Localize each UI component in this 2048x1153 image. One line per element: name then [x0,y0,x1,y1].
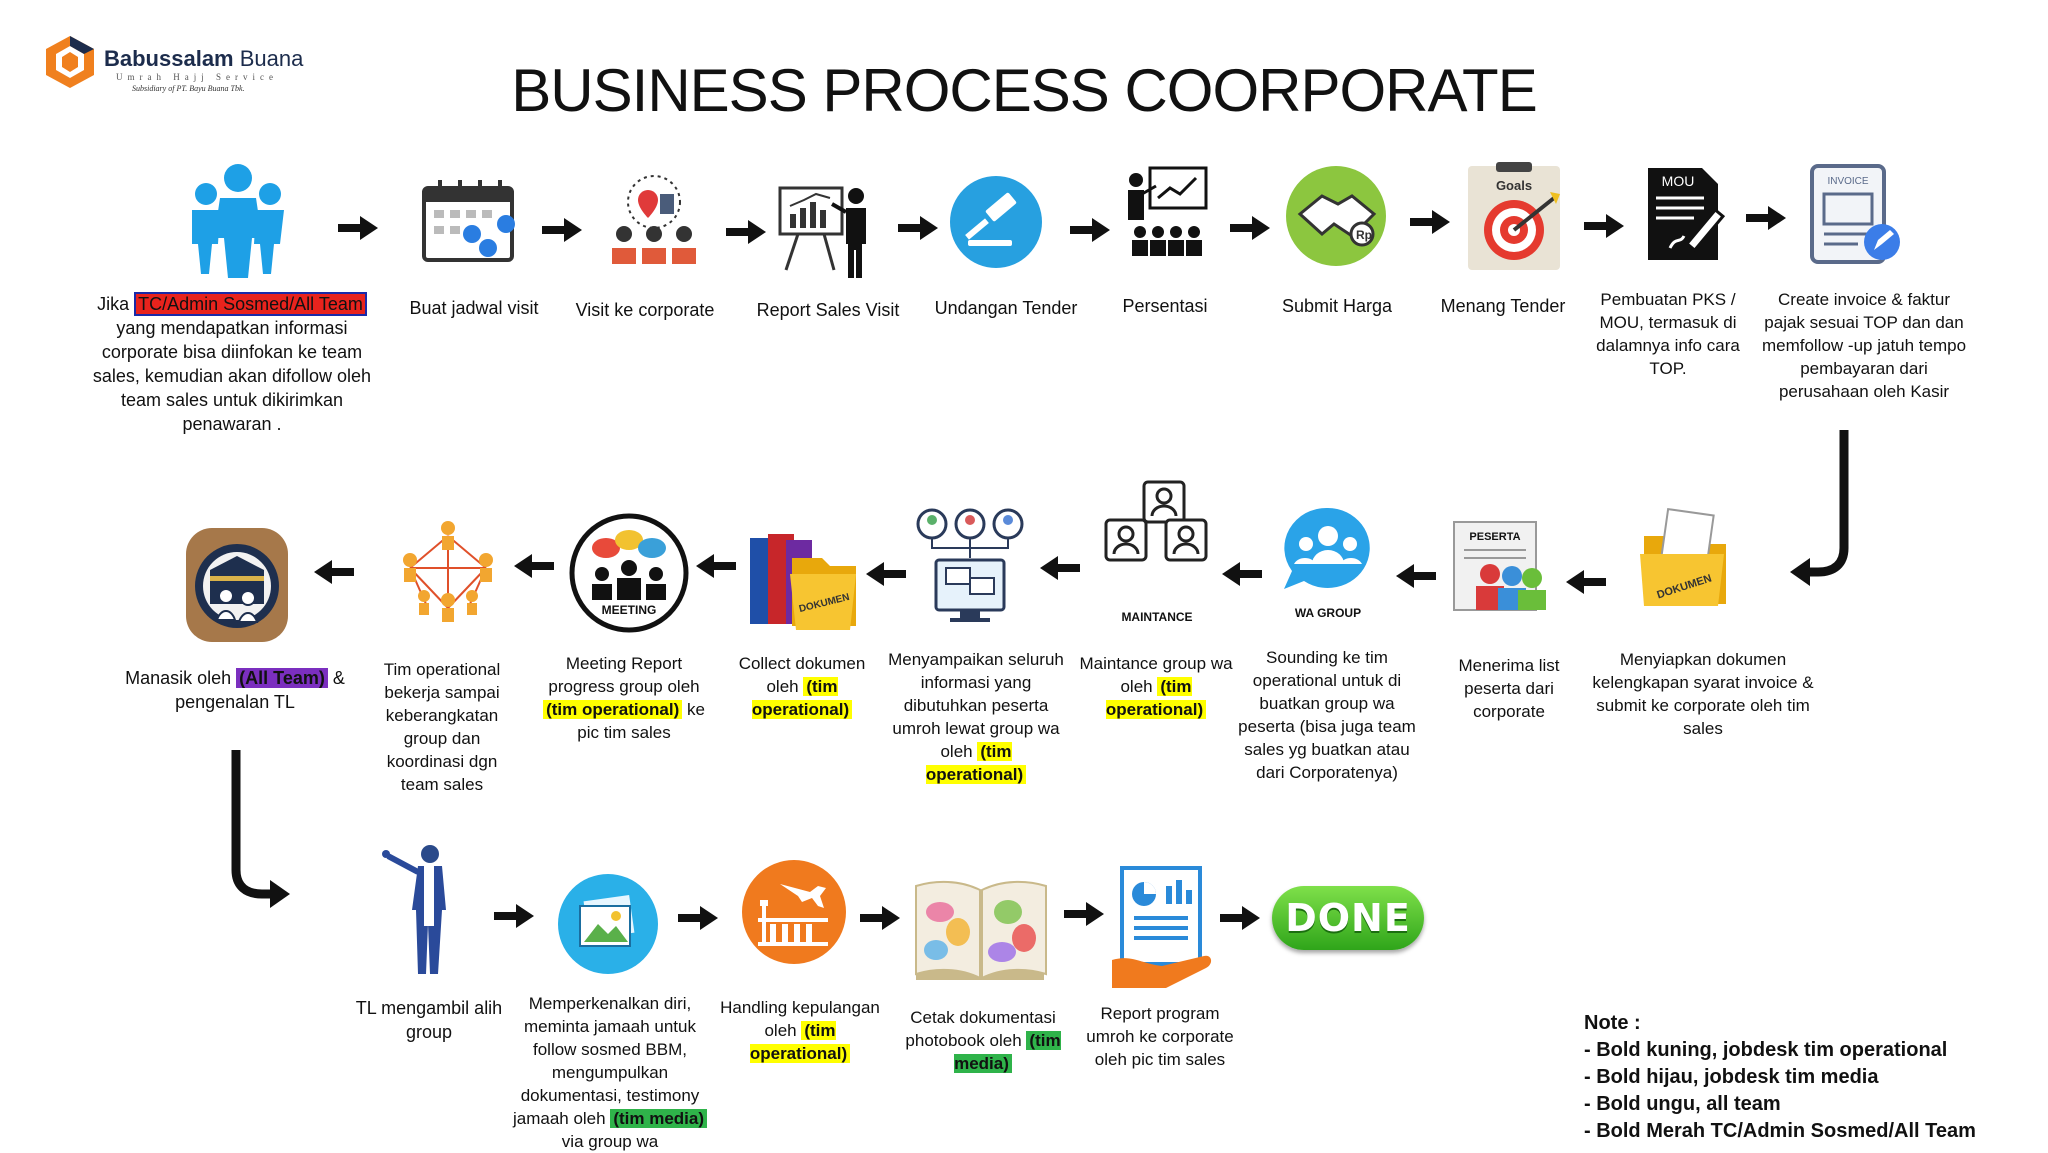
elbow-arrow-down-left [1806,430,1849,577]
done-badge: DONE [1272,886,1424,950]
maintance-icon [1104,480,1208,562]
company-logo: Babussalam Buana Umrah Hajj Service Subs… [44,34,344,94]
arrow-right-icon [494,904,534,928]
presentation-icon [778,186,866,278]
arrow-right-icon [542,218,582,242]
airport-icon [742,860,846,964]
logo-name2: Buana [239,46,304,71]
arrow-right-icon [1584,214,1624,238]
highlight-yellow: (tim operational) [543,700,683,719]
invoice-icon: INVOICE [1810,164,1900,264]
invoice-label: INVOICE [1827,176,1868,187]
step-23-label: Cetak dokumentasi photobook oleh (tim me… [905,1008,1061,1073]
wa-group-caption: WA GROUP [1294,606,1362,620]
step-22-label: Handling kepulangan oleh (tim operationa… [720,998,880,1063]
step-3-label: Visit ke corporate [575,300,715,320]
goals-target-icon: Goals [1468,162,1560,270]
step-9-label: Pembuatan PKS / MOU, termasuk di dalamny… [1596,290,1740,378]
kaaba-pilgrims-icon [186,528,288,642]
step-24-label: Report program umroh ke corporate oleh p… [1086,1004,1234,1069]
step-13-label: Sounding ke tim operational untuk di bua… [1238,648,1416,782]
step-7-label: Submit Harga [1281,296,1393,316]
svg-text:Rp: Rp [1356,228,1372,242]
arrow-left-icon [314,560,354,584]
location-people-icon [612,175,696,264]
step-5-label: Undangan Tender [934,298,1078,318]
step-12-label: Menerima list peserta dari corporate [1458,656,1560,721]
arrow-right-icon [726,220,766,244]
arrow-right-icon [1230,216,1270,240]
step-4-label: Report Sales Visit [756,300,900,320]
arrow-left-icon [1566,570,1606,594]
photo-icon [558,874,658,974]
highlight-green: (tim media) [610,1109,708,1128]
step-18-label: Tim operational bekerja sampai keberangk… [383,660,501,794]
arrow-right-icon [1410,210,1450,234]
note-title: Note : [1584,1012,1641,1034]
step-6-label: Persentasi [1122,296,1208,316]
arrow-left-icon [1396,564,1436,588]
meeting-label: MEETING [602,603,657,617]
step-14-label: Maintance group wa oleh (tim operational… [1079,654,1233,719]
logo-name: Babussalam [104,46,234,71]
step-19-label: Manasik oleh (All Team) & pengenalan TL [125,668,345,712]
step-20-label: TL mengambil alih group [355,998,503,1042]
presenter-audience-icon [1128,166,1208,256]
page-title: BUSINESS PROCESS COORPORATE [511,57,1537,124]
goals-label: Goals [1496,178,1532,193]
network-people-icon [403,521,493,622]
report-hand-icon [1112,866,1212,988]
arrow-right-icon [338,216,378,240]
arrow-right-icon [1064,902,1104,926]
tour-leader-icon [382,845,446,974]
peserta-clipboard-icon: PESERTA [1453,521,1546,611]
peserta-label: PESERTA [1469,531,1520,543]
arrow-right-icon [860,906,900,930]
wa-group-icon [1284,507,1370,589]
step-17-label: Meeting Report progress group oleh (tim … [534,652,714,744]
arrow-right-icon [898,216,938,240]
arrow-left-icon [1222,562,1262,586]
logo-subsidiary: Subsidiary of PT. Bayu Buana Tbk. [132,84,245,93]
step-16-label: Collect dokumen oleh (tim operational) [738,654,866,719]
arrow-left-icon [514,554,554,578]
calendar-icon [422,180,515,262]
step-21-label: Memperkenalkan diri, meminta jamaah untu… [510,992,710,1153]
step-15-label: Menyampaikan seluruh informasi yang dibu… [888,650,1064,784]
note-item: - Bold kuning, jobdesk tim operational [1584,1039,1948,1061]
logo-mark-icon [46,36,94,88]
step-2-label: Buat jadwal visit [409,298,539,318]
legend-note: Note : - Bold kuning, jobdesk tim operat… [1584,1010,1976,1145]
step-11-label: Menyiapkan dokumen kelengkapan syarat in… [1592,650,1814,738]
note-item: - Bold hijau, jobdesk tim media [1584,1066,1879,1088]
arrow-right-icon [1746,206,1786,230]
people-icon [192,164,284,278]
logo-tagline: Umrah Hajj Service [116,72,278,82]
arrow-left-icon [696,554,736,578]
highlight-purple: (All Team) [236,668,328,688]
folder-dokumen-icon: DOKUMEN [1640,507,1726,606]
binders-icon: DOKUMEN [750,534,856,630]
gavel-icon [950,176,1042,268]
arrow-left-icon [866,562,906,586]
note-item: - Bold ungu, all team [1584,1093,1781,1115]
elbow-arrow-down-right [231,750,274,899]
photobook-icon [915,880,1047,980]
step-1-label: Jika TC/Admin Sosmed/All Team yang menda… [92,292,372,434]
highlight-red: TC/Admin Sosmed/All Team [134,292,367,316]
announcement-icon [916,508,1024,622]
handshake-icon: Rp [1286,166,1386,266]
maintance-caption: MAINTANCE [1121,610,1193,624]
mou-label: MOU [1662,173,1695,189]
note-item: - Bold Merah TC/Admin Sosmed/All Team [1584,1120,1976,1142]
arrow-right-icon [678,906,718,930]
arrow-right-icon [1070,218,1110,242]
mou-document-icon: MOU [1648,168,1726,260]
step-10-label: Create invoice & faktur pajak sesuai TOP… [1761,290,1967,401]
meeting-icon: MEETING [569,513,689,633]
arrow-left-icon [1040,556,1080,580]
arrow-right-icon [1220,906,1260,930]
step-8-label: Menang Tender [1440,296,1566,316]
